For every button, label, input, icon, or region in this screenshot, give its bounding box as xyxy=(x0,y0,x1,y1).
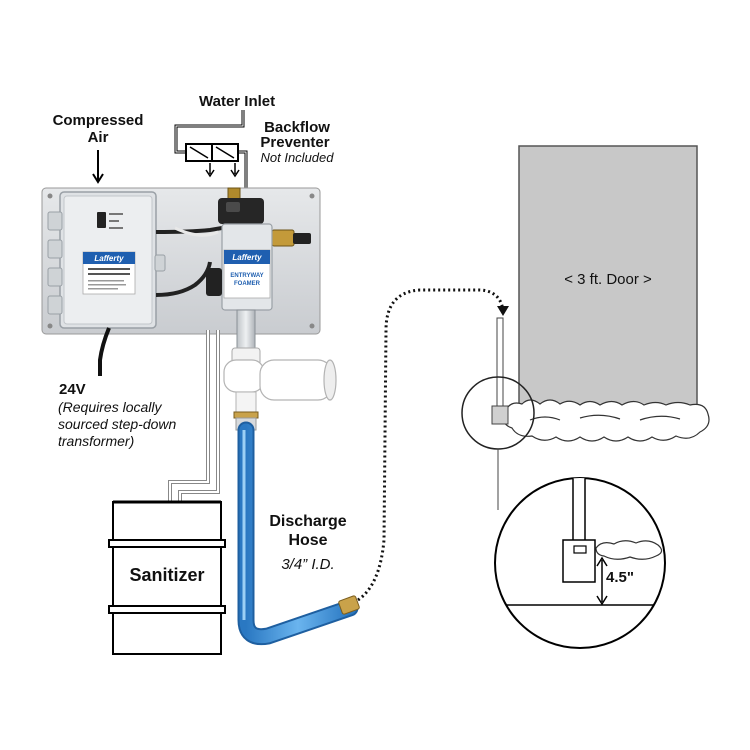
foamer-label-line1: ENTRYWAY xyxy=(230,273,263,279)
sanitizer-drum xyxy=(108,500,226,655)
voltage-label: 24V xyxy=(59,381,86,398)
brand-label-left: Lafferty xyxy=(94,254,124,263)
discharge-hose xyxy=(237,421,360,646)
foam-cloud xyxy=(502,399,710,442)
discharge-label-line1: Discharge xyxy=(269,513,347,530)
zoom-connector xyxy=(497,449,499,510)
sanitizer-label: Sanitizer xyxy=(129,565,205,585)
door-label: < 3 ft. Door > xyxy=(564,271,652,288)
voltage-note-line1: (Requires locally xyxy=(58,399,162,415)
power-cord xyxy=(98,327,111,376)
compressed-air-label-line1: Compressed xyxy=(52,112,144,129)
backflow-label-line1: Backflow xyxy=(264,119,330,136)
door xyxy=(518,145,698,415)
discharge-label-line2: Hose xyxy=(288,532,328,549)
control-box xyxy=(47,191,166,329)
backflow-label-line2: Preventer xyxy=(260,134,330,151)
foamer-label-line2: FOAMER xyxy=(234,281,261,287)
outlet-pipe xyxy=(223,309,337,431)
foamer-unit xyxy=(206,223,273,311)
voltage-note-line3: transformer) xyxy=(58,433,135,449)
height-label: 4.5" xyxy=(606,569,634,586)
hose-size-label: 3/4” I.D. xyxy=(281,556,335,573)
water-inlet-line xyxy=(174,110,248,192)
brand-label-center: Lafferty xyxy=(232,253,262,262)
compressed-air-label-line2: Air xyxy=(87,129,109,146)
zoom-detail xyxy=(494,477,666,649)
water-inlet-label: Water Inlet xyxy=(199,93,276,110)
sanitizer-tubes xyxy=(168,330,220,506)
solenoid-valve xyxy=(218,187,311,247)
dotted-route xyxy=(357,288,509,602)
not-included-label: Not Included xyxy=(260,150,334,165)
voltage-note-line2: sourced step-down xyxy=(58,416,177,432)
backflow-preventer-icon xyxy=(185,143,240,178)
compressed-air-arrow xyxy=(92,150,104,184)
